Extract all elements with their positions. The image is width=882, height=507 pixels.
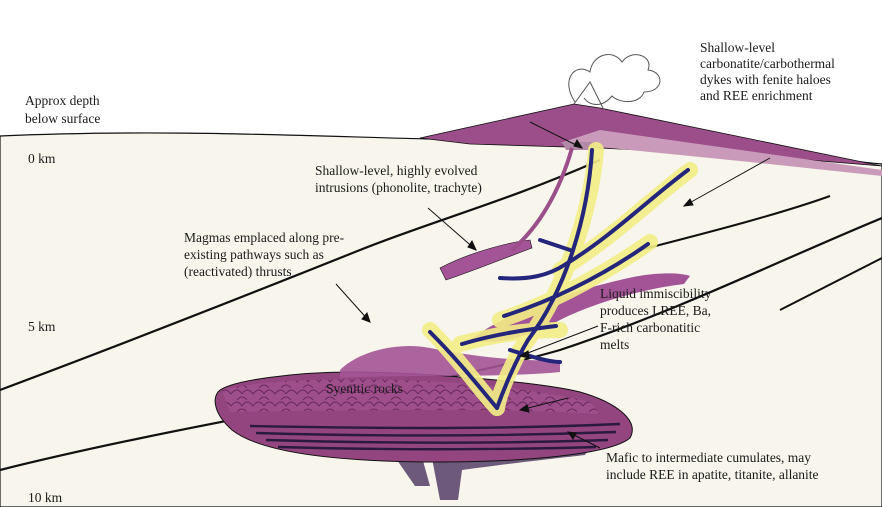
depth-axis-title-line1: Approx depth (25, 93, 100, 108)
label-intrusions-line1: Shallow-level, highly evolved (315, 163, 478, 178)
label-dykes-line2: carbonatite/carbothermal (700, 56, 835, 71)
label-dykes-line1: Shallow-level (700, 40, 775, 55)
eruption-cloud (569, 55, 660, 105)
label-immiscibility-line4: melts (600, 337, 629, 352)
label-intrusions-line2: intrusions (phonolite, trachyte) (315, 180, 482, 195)
depth-axis-title-line2: below surface (25, 111, 100, 126)
label-cumulates-line2: include REE in apatite, titanite, allani… (606, 467, 819, 482)
label-syenitic-rocks: Syenitic rocks (326, 381, 403, 396)
label-dykes-line4: and REE enrichment (700, 88, 813, 103)
label-thrusts-line1: Magmas emplaced along pre- (184, 230, 345, 245)
label-immiscibility-line2: produces LREE, Ba, (600, 303, 711, 318)
label-cumulates-line1: Mafic to intermediate cumulates, may (606, 450, 811, 465)
label-immiscibility-line3: F-rich carbonatitic (600, 320, 700, 335)
depth-tick-5km: 5 km (28, 319, 56, 334)
label-thrusts-line2: existing pathways such as (184, 247, 324, 262)
depth-tick-0km: 0 km (28, 151, 56, 166)
label-thrusts-line3: (reactivated) thrusts (184, 264, 292, 279)
label-dykes-line3: dykes with fenite haloes (700, 72, 831, 87)
depth-tick-10km: 10 km (28, 490, 63, 505)
label-immiscibility-line1: Liquid immiscibility (600, 286, 712, 301)
